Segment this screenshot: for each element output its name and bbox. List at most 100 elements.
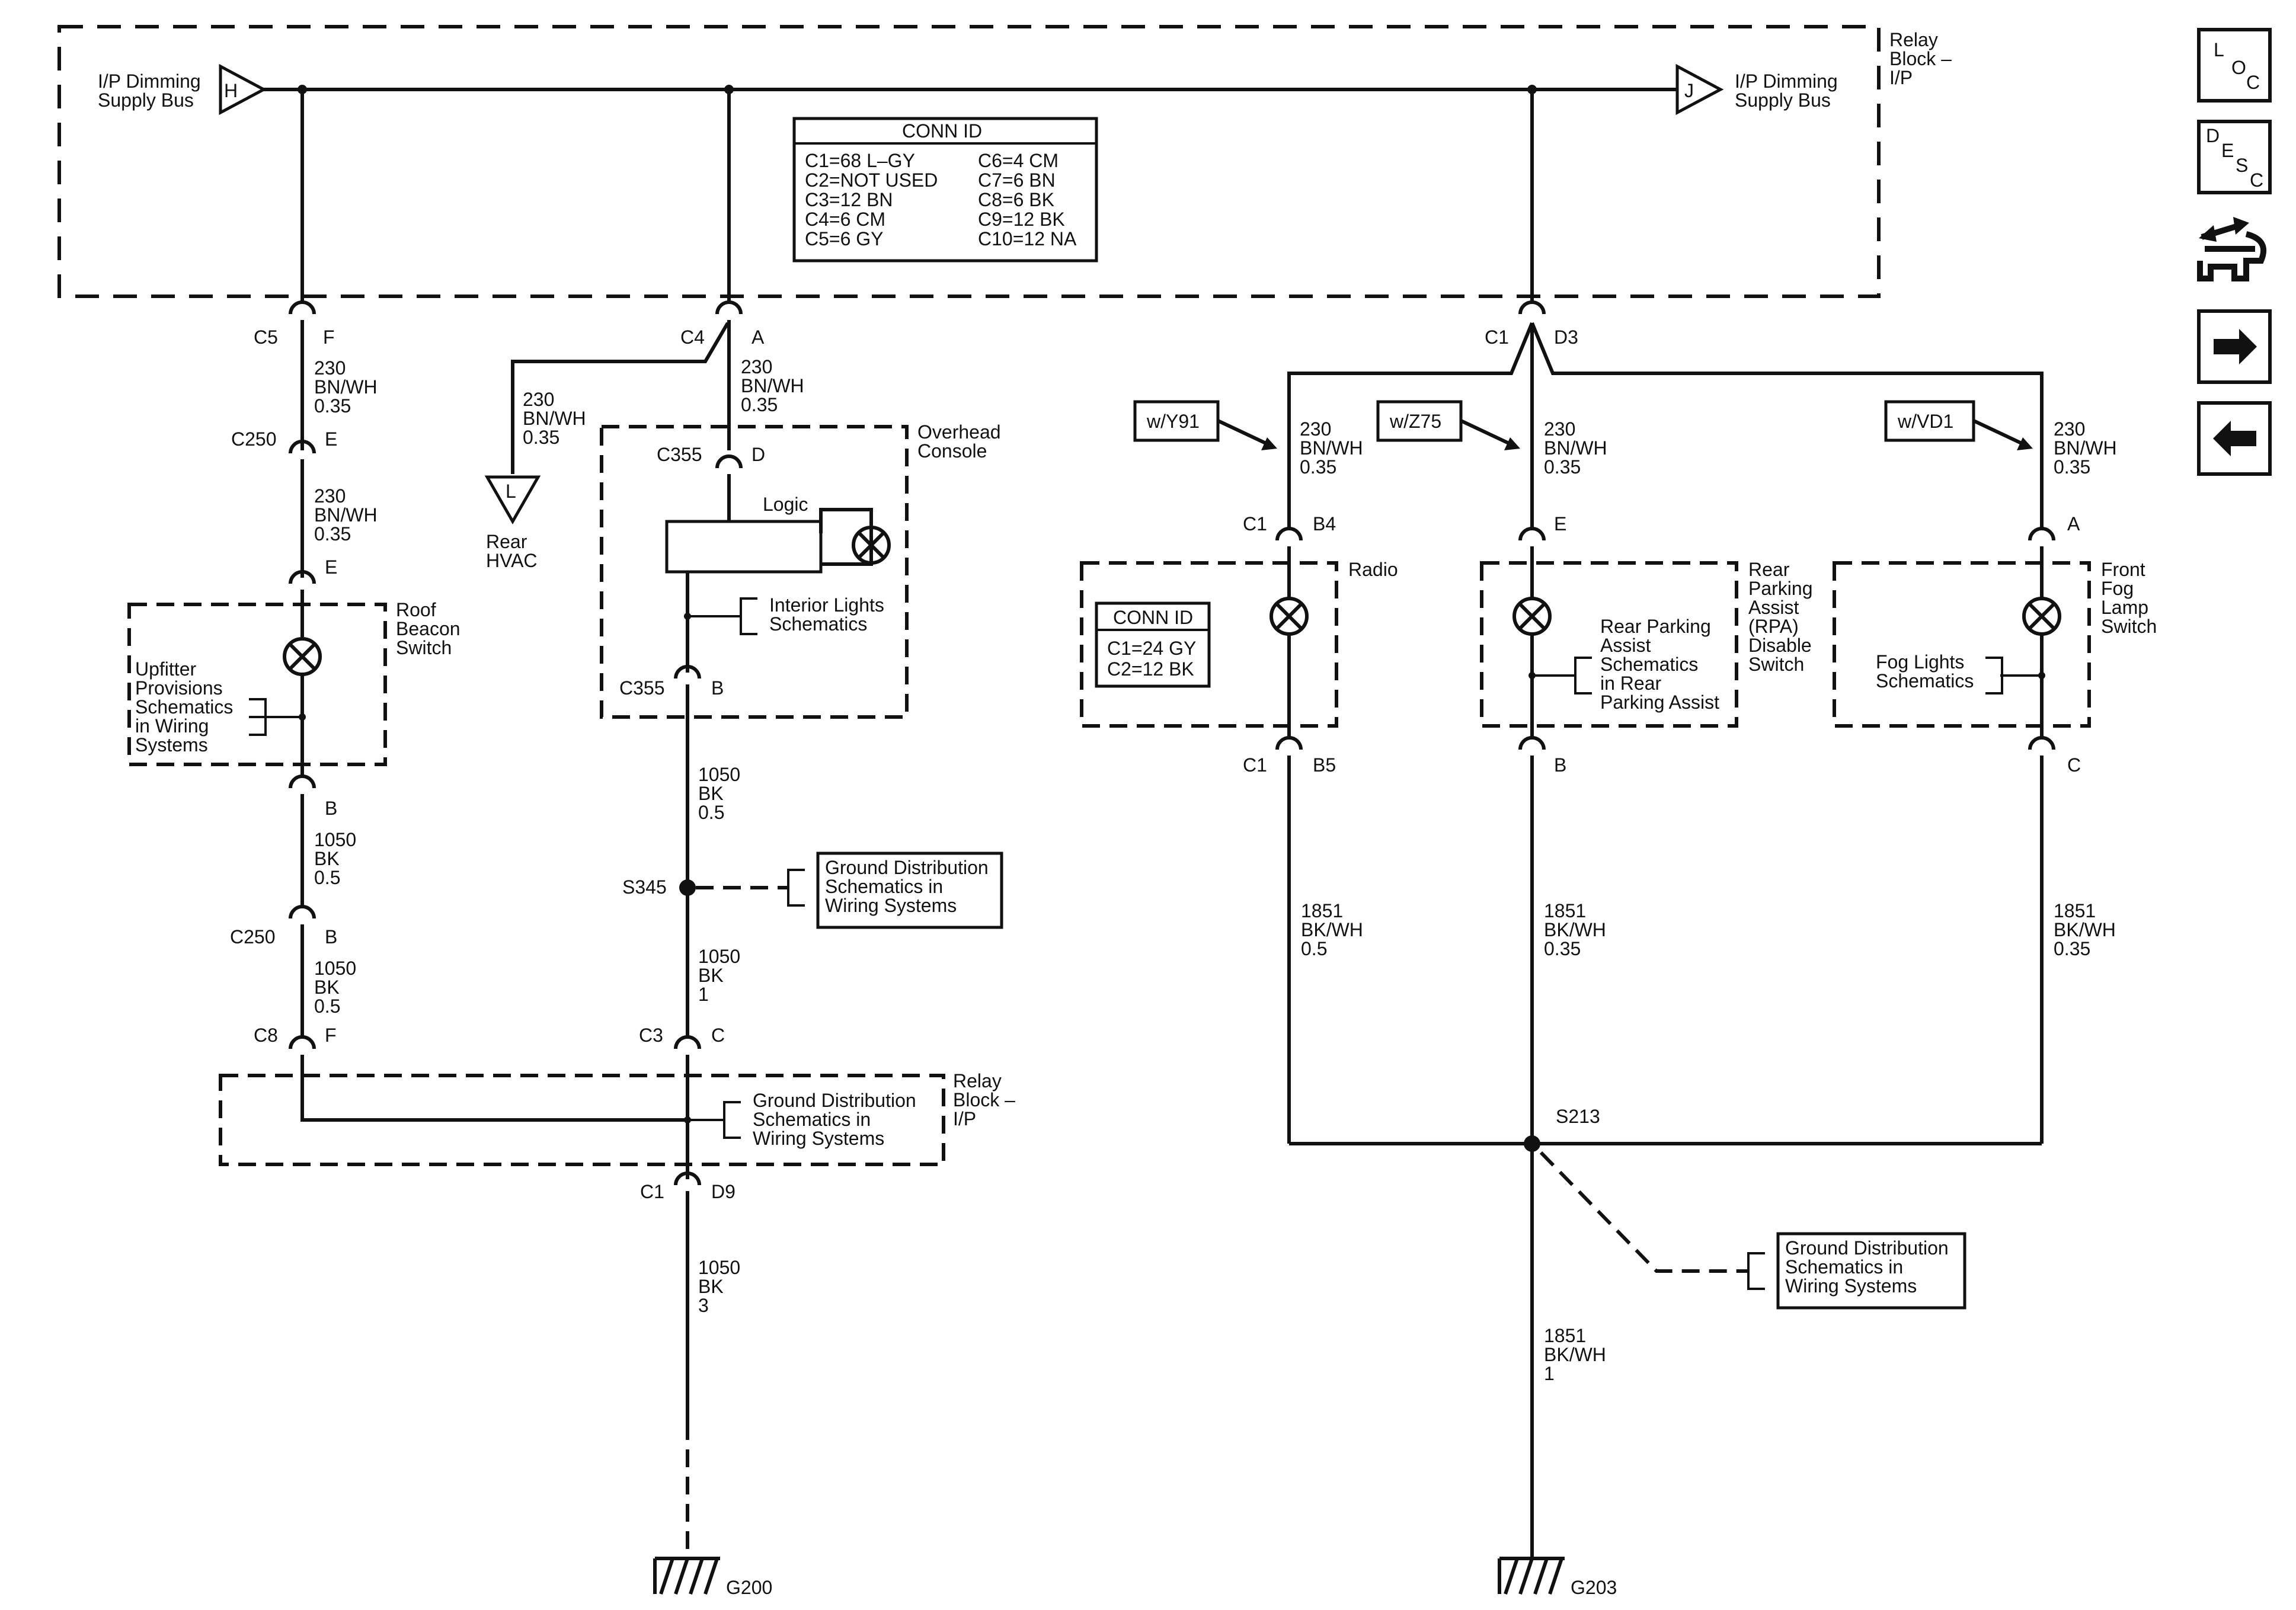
svg-text:Disable: Disable	[1748, 635, 1812, 656]
svg-text:C1: C1	[640, 1181, 664, 1202]
svg-text:E: E	[1554, 513, 1566, 534]
svg-text:(RPA): (RPA)	[1748, 616, 1799, 637]
svg-text:1: 1	[698, 984, 709, 1005]
svg-text:I/P: I/P	[1889, 67, 1913, 88]
svg-text:1050: 1050	[698, 764, 740, 785]
next-page-button[interactable]	[2197, 309, 2272, 384]
svg-text:C1=68 L–GY: C1=68 L–GY	[805, 150, 915, 171]
svg-text:S345: S345	[622, 876, 667, 898]
svg-text:Schematics: Schematics	[1600, 654, 1698, 675]
desc-button[interactable]: D E S C	[2197, 120, 2272, 194]
svg-text:Ground Distribution: Ground Distribution	[825, 857, 989, 878]
previous-page-icon	[2213, 421, 2256, 456]
connector-c250-b	[289, 905, 316, 919]
lamp-icon	[852, 526, 891, 565]
wire-label-c355: 1050 BK 0.5	[698, 764, 740, 823]
svg-text:1851: 1851	[2054, 900, 2096, 921]
svg-text:0.35: 0.35	[523, 427, 559, 448]
svg-text:B: B	[1554, 754, 1566, 776]
wire-label-c250: 230 BN/WH 0.35	[314, 485, 378, 545]
svg-text:Relay: Relay	[1889, 29, 1938, 50]
svg-text:C1: C1	[1243, 513, 1267, 534]
svg-text:C355: C355	[619, 677, 665, 699]
option-vd1: w/VD1	[1884, 400, 2033, 450]
svg-text:C9=12 BK: C9=12 BK	[978, 209, 1065, 230]
connector-c3	[674, 1035, 701, 1049]
svg-text:C: C	[2250, 169, 2263, 191]
svg-text:Front: Front	[2101, 559, 2145, 580]
wire-label-hvac: 230 BN/WH 0.35	[523, 389, 586, 448]
svg-text:230: 230	[523, 389, 554, 410]
radio	[1080, 561, 1338, 728]
ground-dist-label-2: Ground Distribution Schematics in Wiring…	[753, 1090, 916, 1149]
connector-c1-b5	[1275, 736, 1303, 750]
upfitter-bracket	[249, 698, 267, 736]
svg-text:Schematics in: Schematics in	[825, 876, 943, 897]
svg-text:Interior Lights: Interior Lights	[769, 594, 884, 616]
ground-g203: G203	[1498, 1557, 1617, 1598]
connector-view-button[interactable]	[2197, 217, 2266, 281]
svg-text:C6=4 CM: C6=4 CM	[978, 150, 1059, 171]
next-page-icon	[2214, 329, 2257, 364]
svg-text:Rear: Rear	[486, 531, 527, 552]
svg-text:BN/WH: BN/WH	[2054, 437, 2117, 459]
relay-block-top-label: Relay Block – I/P	[1889, 29, 1952, 88]
loc-button[interactable]: L O C	[2197, 28, 2272, 103]
svg-text:Radio: Radio	[1348, 559, 1398, 580]
connector-c4	[715, 300, 743, 315]
wire-label-y91: 230 BN/WH 0.35	[1300, 418, 1363, 478]
svg-text:Schematics: Schematics	[769, 613, 867, 635]
svg-text:BK/WH: BK/WH	[1544, 919, 1606, 940]
svg-text:B5: B5	[1313, 754, 1336, 776]
svg-text:BK/WH: BK/WH	[1301, 919, 1363, 940]
svg-text:Supply Bus: Supply Bus	[1735, 89, 1831, 111]
svg-text:Rear Parking: Rear Parking	[1600, 616, 1711, 637]
svg-text:C: C	[2067, 754, 2081, 776]
svg-text:Wiring Systems: Wiring Systems	[825, 895, 957, 916]
svg-text:0.35: 0.35	[2054, 456, 2090, 478]
wire-label-b5: 1851 BK/WH 0.5	[1301, 900, 1363, 959]
svg-text:D9: D9	[711, 1181, 736, 1202]
wire-label-d9: 1050 BK 3	[698, 1257, 740, 1316]
svg-text:Beacon: Beacon	[396, 618, 461, 639]
rpa-schematics-label: Rear Parking Assist Schematics in Rear P…	[1600, 616, 1719, 713]
splice-s345	[679, 879, 696, 896]
previous-page-button[interactable]	[2197, 401, 2272, 476]
wire-label-b6: 1851 BK/WH 0.35	[1544, 900, 1606, 959]
svg-text:0.35: 0.35	[314, 395, 351, 417]
svg-text:HVAC: HVAC	[486, 550, 538, 571]
svg-text:C5=6 GY: C5=6 GY	[805, 228, 884, 249]
svg-text:I/P Dimming: I/P Dimming	[98, 71, 201, 92]
wire-label-s345: 1050 BK 1	[698, 946, 740, 1005]
svg-text:0.35: 0.35	[2054, 938, 2090, 959]
splice-s213	[1524, 1135, 1540, 1152]
svg-text:C3: C3	[639, 1025, 663, 1046]
svg-text:Assist: Assist	[1600, 635, 1651, 656]
svg-text:BN/WH: BN/WH	[1300, 437, 1363, 459]
svg-text:C: C	[711, 1025, 725, 1046]
svg-text:Upfitter: Upfitter	[135, 658, 196, 680]
svg-text:Lamp: Lamp	[2101, 597, 2148, 618]
bus-in-h: I/P Dimming Supply Bus H	[98, 63, 267, 116]
svg-text:B4: B4	[1313, 513, 1336, 534]
svg-text:Wiring Systems: Wiring Systems	[753, 1128, 884, 1149]
relay-block-bottom-label: Relay Block – I/P	[953, 1070, 1015, 1129]
ground-dist-bracket-3	[1747, 1252, 1765, 1290]
option-y91: w/Y91	[1133, 400, 1277, 450]
svg-text:Block –: Block –	[953, 1089, 1015, 1110]
svg-text:Ground Distribution: Ground Distribution	[753, 1090, 916, 1111]
svg-text:Schematics in: Schematics in	[1785, 1256, 1903, 1278]
svg-text:Systems: Systems	[135, 734, 208, 756]
svg-text:230: 230	[314, 485, 346, 507]
connector-c1-b4	[1275, 527, 1303, 541]
svg-text:C: C	[2246, 72, 2260, 93]
svg-text:0.35: 0.35	[1544, 938, 1581, 959]
rear-hvac-terminal	[484, 475, 541, 525]
svg-text:C3=12 BN: C3=12 BN	[805, 189, 893, 210]
conn-id-table: CONN ID C1=68 L–GY C2=NOT USED C3=12 BN …	[792, 117, 1098, 263]
svg-text:BK: BK	[314, 848, 340, 869]
fog-switch-label: Front Fog Lamp Switch	[2101, 559, 2157, 637]
overhead-console	[600, 425, 909, 719]
svg-text:J: J	[1684, 80, 1694, 101]
svg-text:BN/WH: BN/WH	[523, 408, 586, 429]
